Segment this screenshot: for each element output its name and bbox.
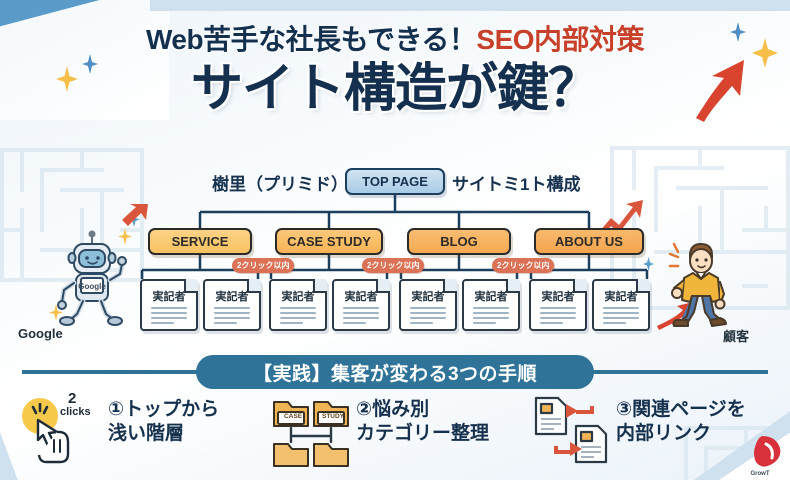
doc-card-lines [603, 307, 639, 327]
doc-card-lines [214, 307, 250, 327]
folders-icon: CASE STUDY [268, 392, 356, 468]
doc-card-3[interactable]: 実記者 [269, 279, 327, 331]
click-cursor-icon: 2 clicks [16, 390, 108, 468]
clicks-count: 2 [68, 390, 77, 407]
node-top-page[interactable]: TOP PAGE [345, 168, 445, 195]
step-item-1: 2 clicks ①トップから 浅い階層 [16, 390, 219, 468]
sparkle-icon-blue-2 [730, 22, 746, 42]
banner-rule-left [22, 370, 207, 374]
badge-two-clicks-2: 2クリック以内 [362, 258, 425, 273]
doc-card-title: 実記者 [281, 291, 315, 303]
step-text-2: ②悩み別 カテゴリー整理 [356, 392, 489, 447]
internal-link-icon [532, 392, 616, 468]
doc-card-8[interactable]: 実記者 [592, 279, 650, 331]
google-label: Google [18, 326, 63, 341]
doc-card-title: 実記者 [604, 291, 638, 303]
growth-arrow-icon [690, 56, 752, 127]
doc-card-title: 実記者 [474, 291, 508, 303]
node-category-case-study[interactable]: CASE STUDY [275, 228, 383, 255]
doc-card-lines [410, 307, 446, 327]
doc-card-title: 実記者 [215, 291, 249, 303]
sparkle-icon-blue-4 [643, 257, 654, 271]
doc-card-7[interactable]: 実記者 [529, 279, 587, 331]
folder-label-case: CASE [283, 413, 303, 420]
folder-label-study: STUDY [321, 413, 345, 420]
step-text-1-line2: 浅い階層 [108, 423, 185, 445]
header-title: サイト構造が鍵？ [190, 60, 600, 118]
doc-card-6[interactable]: 実記者 [462, 279, 520, 331]
steps-section: 2 clicks ①トップから 浅い階層 [0, 390, 790, 474]
trend-arrow-icon-left [120, 200, 150, 235]
doc-card-1[interactable]: 実記者 [140, 279, 198, 331]
header-subtitle-main: Web苦手な社長もできる！ [145, 24, 477, 55]
brand-logo-text: GrowT [750, 471, 770, 477]
doc-card-4[interactable]: 実記者 [332, 279, 390, 331]
page-fold-icon [376, 279, 390, 293]
page-fold-icon [184, 279, 198, 293]
diagram-label-right: サイトミ1ト構成 [452, 175, 581, 194]
step-text-2-line1: ②悩み別 [356, 399, 430, 420]
top-strip [150, 0, 790, 11]
step-text-3-line2: 内部リンク [616, 423, 712, 445]
doc-card-lines [540, 307, 576, 327]
doc-card-title: 実記者 [411, 291, 445, 303]
step-text-2-line2: カテゴリー整理 [356, 423, 490, 445]
corner-decoration-top-left-inner [0, 0, 169, 120]
section-banner: 【実践】集客が変わる3つの手順 [0, 355, 790, 389]
step-item-2: CASE STUDY ②悩み別 カテゴリー整理 [268, 392, 489, 468]
doc-card-lines [151, 307, 187, 327]
clicks-word: clicks [60, 406, 91, 418]
doc-card-title: 実記者 [152, 291, 186, 303]
header: Web苦手な社長もできる！SEO内部対策 サイト構造が鍵？ [0, 18, 790, 117]
sparkle-icon-yellow-2 [752, 38, 778, 68]
customer-illustration [668, 238, 740, 335]
page-fold-icon [506, 279, 520, 293]
customer-arrow-icon [655, 300, 695, 335]
header-subtitle: Web苦手な社長もできる！SEO内部対策 [0, 18, 790, 58]
node-category-service[interactable]: SERVICE [148, 228, 252, 255]
doc-card-title: 実記者 [541, 291, 575, 303]
trend-arrow-icon-right [597, 198, 645, 241]
badge-two-clicks-3: 2クリック以内 [492, 258, 555, 273]
page-fold-icon [443, 279, 457, 293]
doc-card-5[interactable]: 実記者 [399, 279, 457, 331]
step-text-3-line1: ③関連ページを [616, 399, 746, 420]
maze-pattern-left [0, 140, 152, 290]
doc-card-title: 実記者 [344, 291, 378, 303]
step-text-1-line1: ①トップから [108, 399, 220, 420]
step-text-3: ③関連ページを 内部リンク [616, 392, 746, 447]
step-text-1: ①トップから 浅い階層 [108, 392, 219, 447]
page-fold-icon [313, 279, 327, 293]
brand-logo: GrowT [732, 432, 788, 478]
svg-text:Google: Google [78, 282, 106, 291]
page-fold-icon [573, 279, 587, 293]
sparkle-icon-yellow-3 [118, 228, 132, 245]
step-item-3: ③関連ページを 内部リンク [532, 392, 746, 468]
page-fold-icon [247, 279, 261, 293]
diagram-label-left: 樹里（プリミド） [212, 175, 348, 194]
header-subtitle-accent: SEO内部対策 [476, 24, 645, 55]
customer-label: 顧客 [723, 329, 750, 344]
google-robot-illustration: Google [52, 228, 128, 331]
node-category-blog[interactable]: BLOG [407, 228, 511, 255]
node-category-about-us[interactable]: ABOUT US [534, 228, 644, 255]
doc-card-lines [473, 307, 509, 327]
badge-two-clicks-1: 2クリック以内 [232, 258, 295, 273]
doc-card-lines [343, 307, 379, 327]
page-fold-icon [636, 279, 650, 293]
banner-rule-right [593, 370, 768, 374]
doc-card-2[interactable]: 実記者 [203, 279, 261, 331]
sparkle-icon-blue-1 [82, 54, 98, 74]
sparkle-icon-yellow-4 [49, 304, 63, 321]
banner-title: 【実践】集客が変わる3つの手順 [196, 355, 594, 389]
sparkle-icon-yellow-1 [56, 66, 78, 92]
doc-card-lines [280, 307, 316, 327]
